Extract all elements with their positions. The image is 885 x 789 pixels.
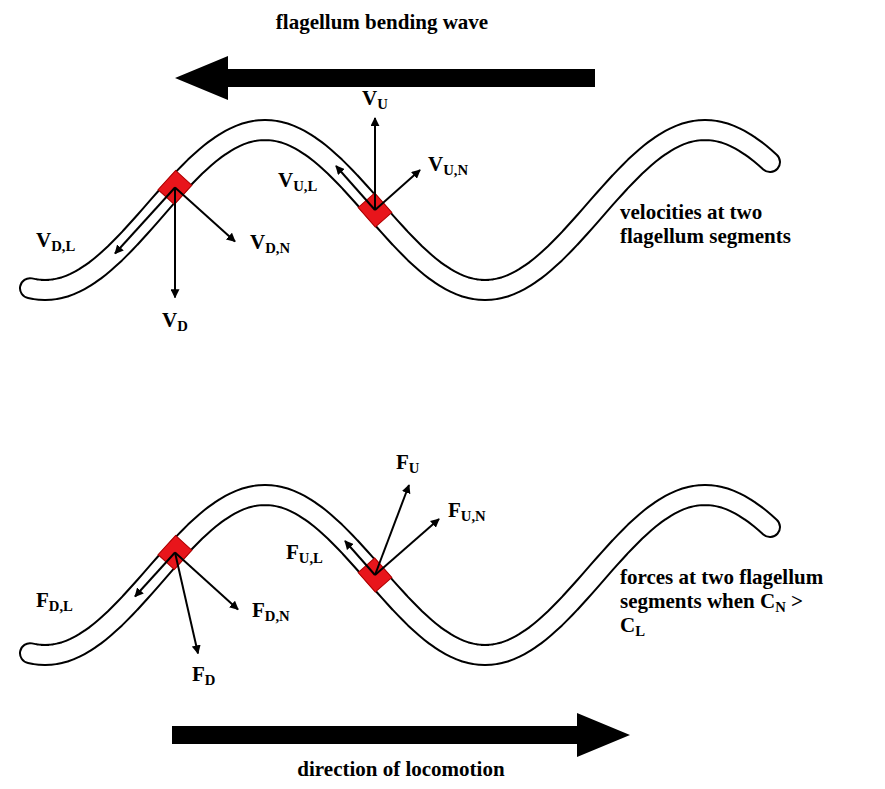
velocity-arrow (115, 187, 175, 253)
vector-label: FD,L (36, 588, 73, 612)
velocity-arrow (375, 170, 420, 210)
vector-label: VU,L (278, 168, 317, 192)
velocity-arrow (175, 187, 235, 241)
velocity-arrow (374, 118, 376, 210)
vector-label: FU (396, 450, 419, 474)
heading-text: flagellum bending wave (276, 10, 488, 34)
vector-label: VU,N (428, 152, 468, 176)
panel-caption: forces at two flagellum segments when CN… (620, 565, 830, 637)
force-arrow (375, 485, 409, 575)
direction-text: direction of locomotion (297, 757, 504, 781)
vector-label: FD,N (252, 598, 290, 622)
panel-caption: velocities at two flagellum segments (620, 200, 830, 248)
vector-label: VD (162, 308, 188, 332)
vector-label: VU (362, 86, 388, 110)
vector-label: VD,N (250, 230, 290, 254)
velocity-arrow (336, 166, 375, 210)
vector-label: FU,N (448, 498, 486, 522)
vector-label: FD (192, 662, 215, 686)
force-arrow (175, 552, 238, 609)
locomotion-direction-arrow (172, 713, 630, 757)
velocity-arrow (174, 187, 176, 297)
force-arrow (135, 552, 175, 596)
force-arrow (345, 541, 375, 575)
wave-direction-arrow (175, 56, 595, 100)
vector-label: VD,L (36, 228, 75, 252)
vector-label: FU,L (286, 540, 323, 564)
force-arrow (175, 552, 198, 653)
